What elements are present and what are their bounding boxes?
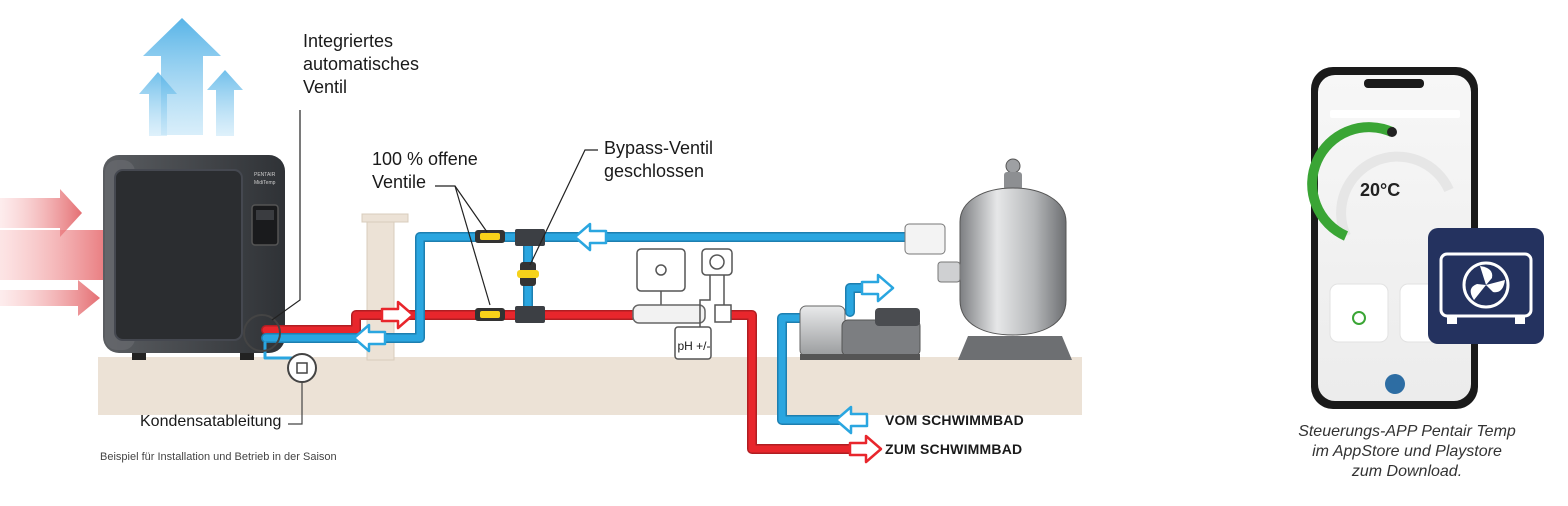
installation-caption: Beispiel für Installation und Betrieb in…	[100, 451, 337, 463]
open-valves-label-line2: Ventile	[372, 172, 427, 192]
condensate-label: Kondensatableitung	[140, 413, 282, 430]
auto-valve-label-line3: Ventil	[303, 77, 348, 97]
bypass-valve-label-line2: geschlossen	[604, 161, 705, 181]
cold-pipes	[261, 232, 910, 425]
flow-arrows	[352, 222, 895, 464]
ph-label: pH +/-	[677, 339, 711, 353]
open-valves	[475, 230, 505, 321]
svg-text:PENTAIR: PENTAIR	[254, 172, 276, 178]
sand-filter	[904, 158, 1072, 360]
auto-valve-label-line2: automatisches	[303, 54, 420, 74]
from-pool-label: VOM SCHWIMMBAD	[885, 412, 1024, 428]
auto-valve-marker	[243, 314, 281, 352]
app-caption-line1: Steuerungs-APP Pentair Temp	[1298, 423, 1516, 440]
bypass-valve	[515, 229, 545, 323]
app-caption-line2: im AppStore und Playstore	[1312, 443, 1502, 460]
app-temperature: 20°C	[1360, 180, 1401, 200]
app-caption-line3: zum Download.	[1351, 463, 1463, 480]
open-valves-label-line1: 100 % offene	[372, 149, 478, 169]
condensate-drain	[287, 353, 317, 425]
app-caption: Steuerungs-APP Pentair Temp im AppStore …	[1262, 422, 1552, 482]
to-pool-label: ZUM SCHWIMMBAD	[885, 441, 1023, 457]
bypass-valve-label-line1: Bypass-Ventil	[604, 138, 714, 158]
heat-pump: PENTAIR MidiTemp	[103, 155, 285, 360]
ground	[98, 357, 1082, 415]
svg-text:MidiTemp: MidiTemp	[254, 180, 276, 186]
app-icon-badge	[1428, 228, 1544, 344]
pool-pump	[799, 305, 921, 360]
dosing-system	[632, 248, 733, 360]
auto-valve-label-line1: Integriertes	[303, 31, 394, 51]
airflow-up-arrows	[139, 18, 243, 136]
leader-lines	[271, 110, 598, 321]
